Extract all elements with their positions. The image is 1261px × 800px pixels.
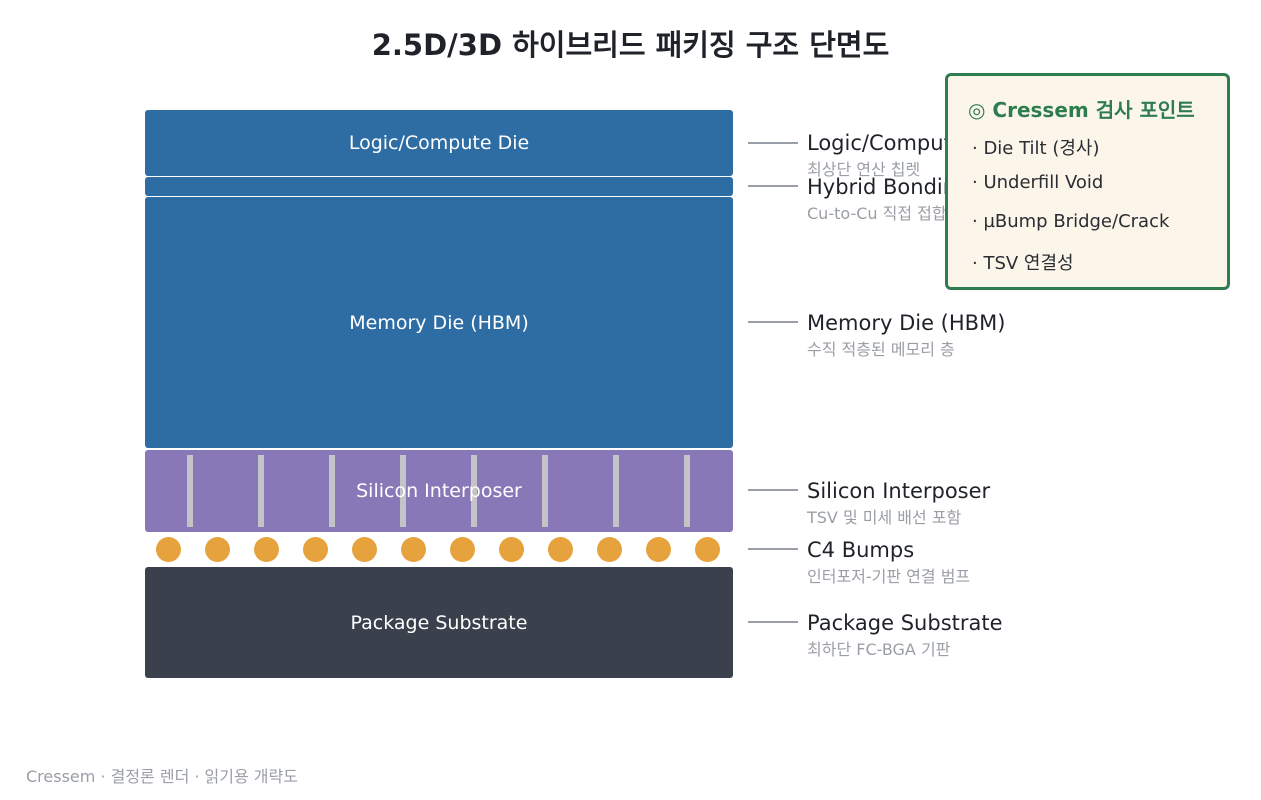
tsv <box>471 455 477 527</box>
c4-bump <box>352 537 377 562</box>
c4-bump <box>303 537 328 562</box>
c4-bump <box>205 537 230 562</box>
inspection-item: · TSV 연결성 <box>972 253 1074 274</box>
inspection-item: · µBump Bridge/Crack <box>972 211 1170 232</box>
hybrid-bonding-layer <box>145 177 733 196</box>
logic-die-layer: Logic/Compute Die <box>145 110 733 176</box>
callout-substrate: Package Substrate 최하단 FC-BGA 기판 <box>807 611 1003 660</box>
tsv <box>187 455 193 527</box>
inspection-points-box: ◎ Cressem 검사 포인트 · Die Tilt (경사) · Under… <box>945 73 1230 290</box>
tsv <box>329 455 335 527</box>
callout-title: Package Substrate <box>807 611 1003 635</box>
inspection-title: ◎ Cressem 검사 포인트 <box>968 98 1195 122</box>
callout-title: Silicon Interposer <box>807 479 991 503</box>
c4-bump <box>499 537 524 562</box>
substrate-layer: Package Substrate <box>145 567 733 678</box>
logic-die-label: Logic/Compute Die <box>348 132 530 154</box>
c4-bump <box>156 537 181 562</box>
interposer-layer: Silicon Interposer <box>145 450 733 532</box>
callout-hybrid-bonding: Hybrid Bonding Cu-to-Cu 직접 접합 <box>807 175 969 224</box>
callout-subtitle: Cu-to-Cu 직접 접합 <box>807 204 947 223</box>
c4-bump <box>646 537 671 562</box>
callout-title: Memory Die (HBM) <box>807 311 1006 335</box>
c4-bump <box>548 537 573 562</box>
callout-subtitle: TSV 및 미세 배선 포함 <box>807 508 962 527</box>
memory-die-label: Memory Die (HBM) <box>349 311 529 334</box>
interposer-label: Silicon Interposer <box>356 480 522 502</box>
tsv <box>684 455 690 527</box>
tsv <box>258 455 264 527</box>
c4-bump <box>254 537 279 562</box>
callout-c4-bumps: C4 Bumps 인터포저-기판 연결 범프 <box>807 538 970 587</box>
callout-memory: Memory Die (HBM) 수직 적층된 메모리 층 <box>807 311 1005 360</box>
leader-line <box>748 185 798 187</box>
leader-line <box>748 142 798 144</box>
callout-title: Hybrid Bonding <box>807 175 970 199</box>
c4-bump <box>695 537 720 562</box>
tsv <box>542 455 548 527</box>
leader-line <box>748 489 798 491</box>
footer-caption: Cressem · 결정론 렌더 · 읽기용 개략도 <box>26 767 298 786</box>
tsv <box>613 455 619 527</box>
diagram-title: 2.5D/3D 하이브리드 패키징 구조 단면도 <box>371 28 890 62</box>
inspection-item: · Die Tilt (경사) <box>972 138 1100 159</box>
callout-title: C4 Bumps <box>807 538 915 562</box>
c4-bump <box>450 537 475 562</box>
callout-subtitle: 수직 적층된 메모리 층 <box>807 340 955 359</box>
c4-bump <box>597 537 622 562</box>
callout-subtitle: 인터포저-기판 연결 범프 <box>807 567 971 586</box>
leader-line <box>748 548 798 550</box>
inspection-item: · Underfill Void <box>972 172 1104 193</box>
c4-bump <box>401 537 426 562</box>
leader-line <box>748 621 798 623</box>
callout-subtitle: 최상단 연산 칩렛 <box>807 160 921 179</box>
callout-interposer: Silicon Interposer TSV 및 미세 배선 포함 <box>807 479 990 528</box>
memory-die-layer: Memory Die (HBM) <box>145 197 733 448</box>
tsv <box>400 455 406 527</box>
substrate-label: Package Substrate <box>350 611 528 634</box>
leader-line <box>748 321 798 323</box>
callout-subtitle: 최하단 FC-BGA 기판 <box>807 640 951 659</box>
